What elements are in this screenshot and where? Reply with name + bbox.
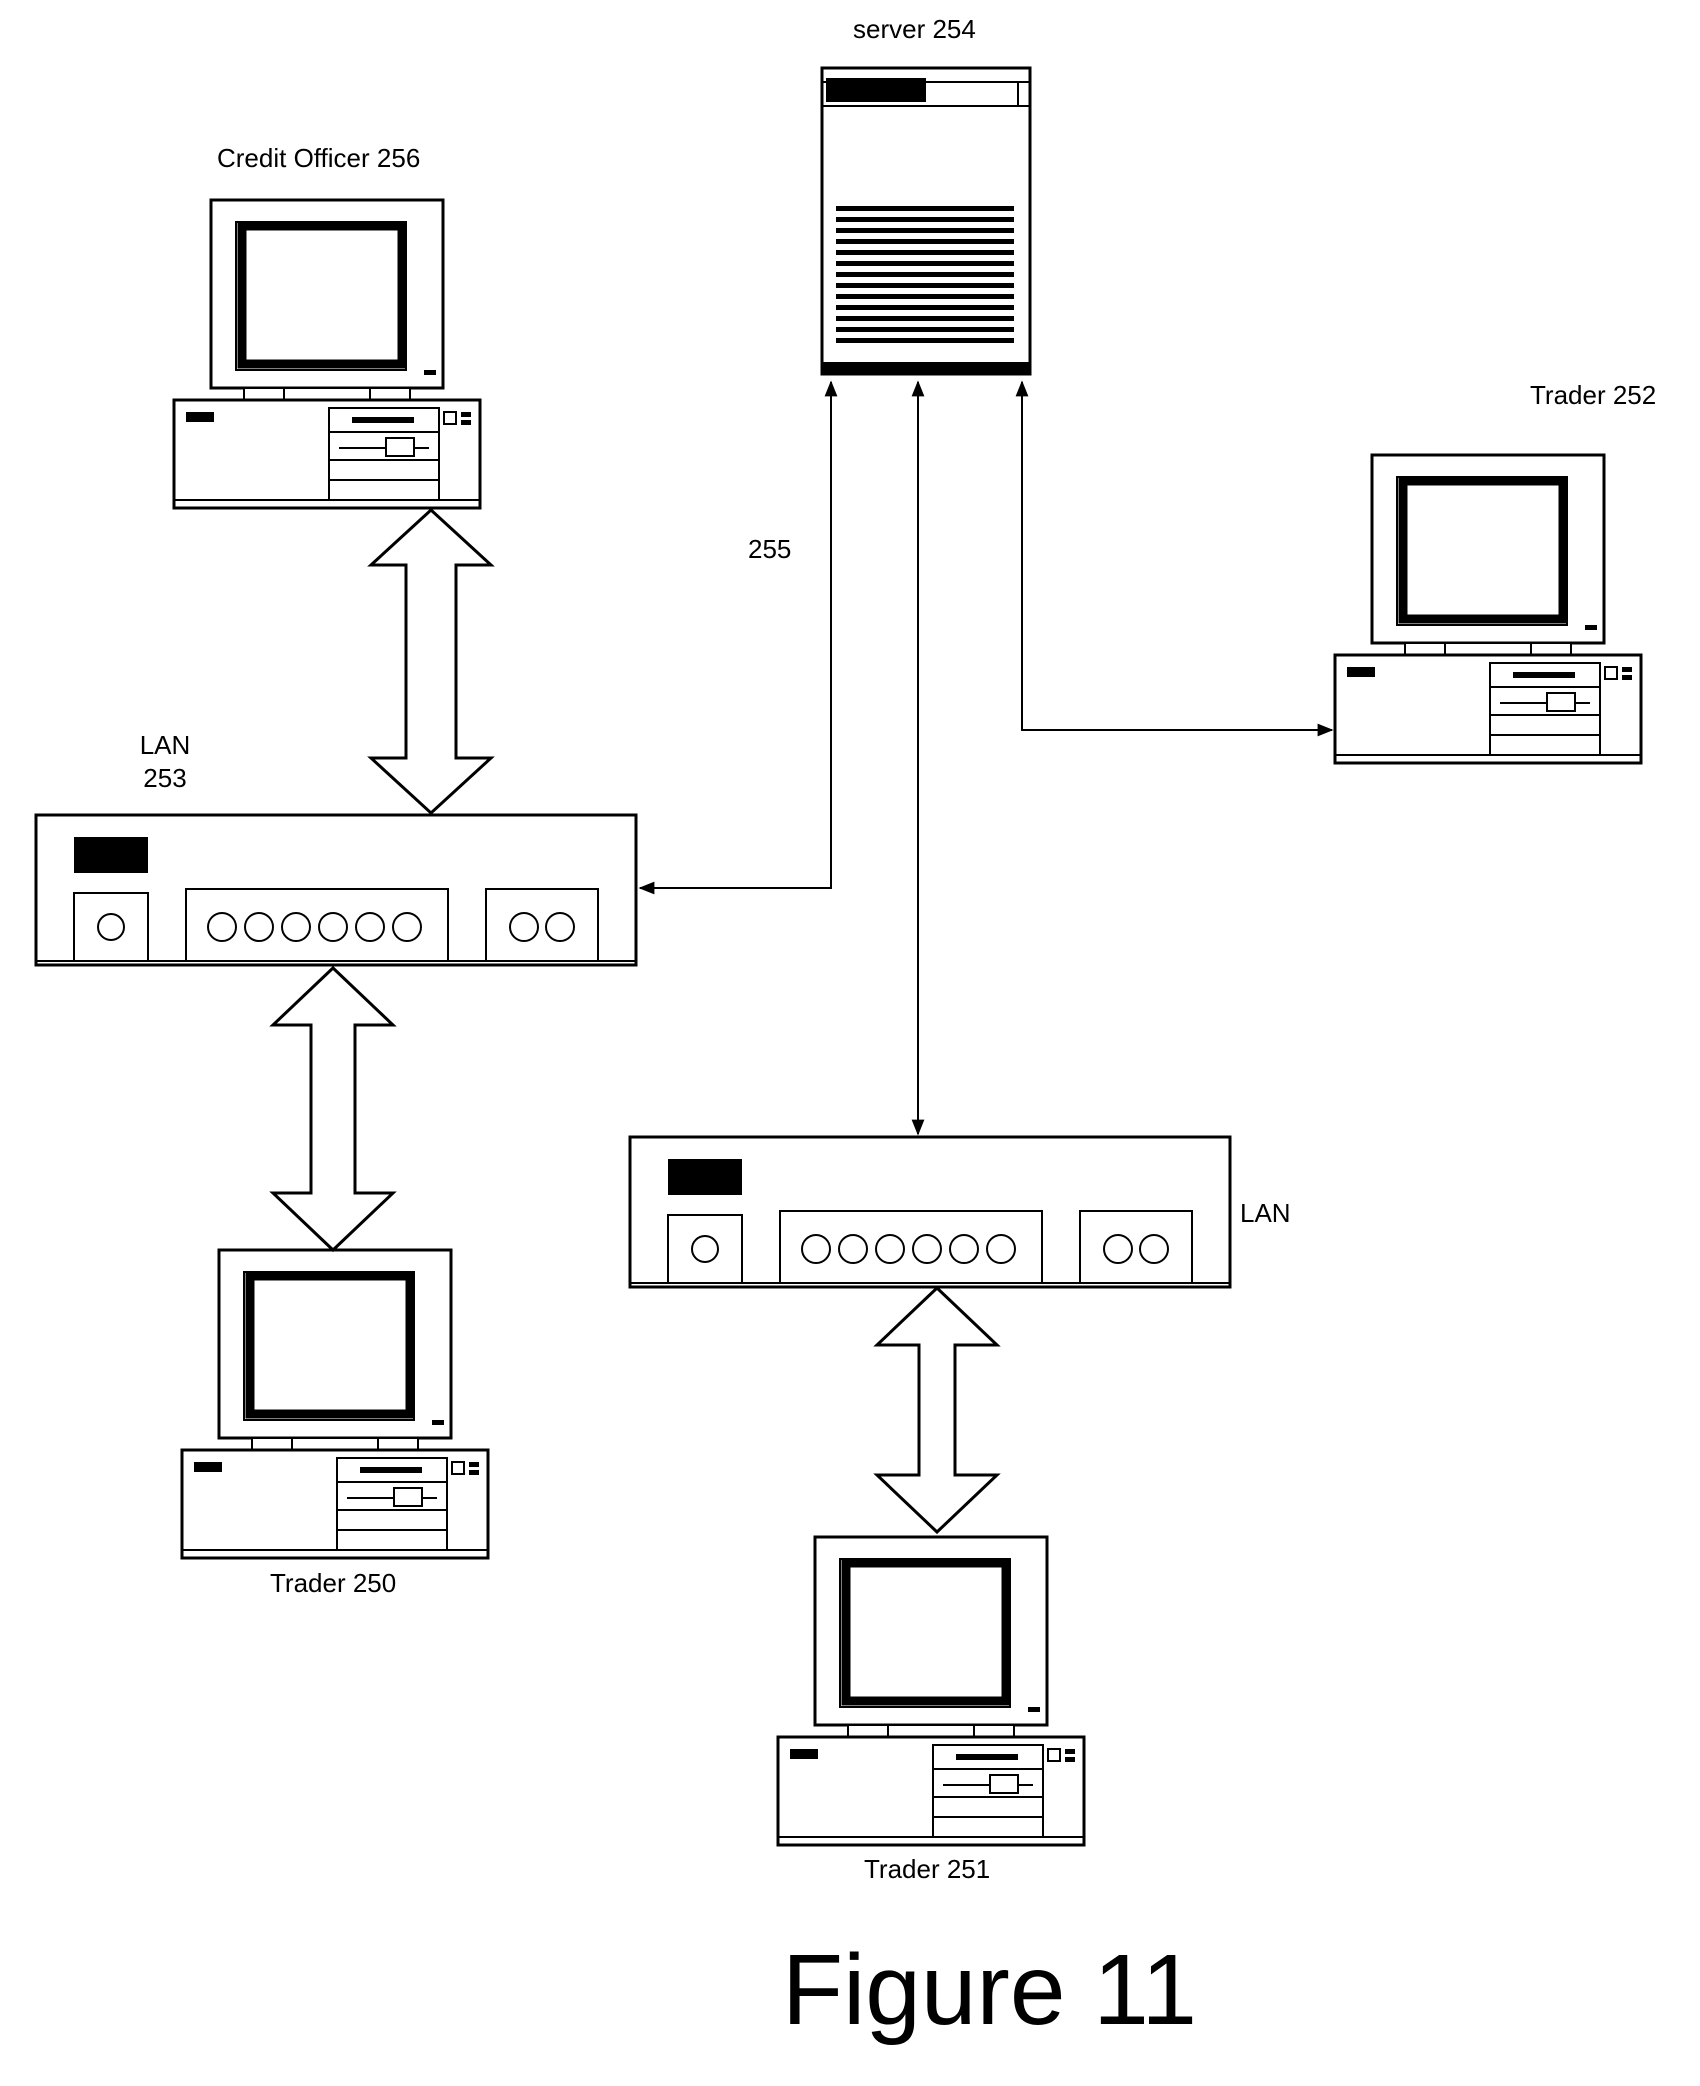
link-lines (640, 382, 1332, 1134)
lan-253-hub (36, 815, 636, 965)
double-arrow-lan-trader-251 (877, 1288, 997, 1532)
computer-trader-251 (778, 1537, 1084, 1845)
computer-trader-250 (182, 1250, 488, 1558)
double-arrow-lan-trader-250 (273, 968, 393, 1250)
trader-252-label: Trader 252 (1530, 382, 1656, 408)
credit-officer-256-label: Credit Officer 256 (217, 145, 420, 171)
computer-trader-252 (1335, 455, 1641, 763)
lan-hub-right (630, 1137, 1230, 1287)
lan-253-label-line2: 253 (130, 765, 200, 791)
figure-caption: Figure 11 (782, 1940, 1197, 2040)
lan-253-label-line1: LAN (130, 732, 200, 758)
trader-250-label: Trader 250 (270, 1570, 396, 1596)
link-255-line (640, 382, 831, 888)
lan-right-label: LAN (1240, 1200, 1291, 1226)
server-254 (822, 68, 1030, 374)
computer-credit-officer-256 (174, 200, 480, 508)
double-arrow-credit-lan (371, 510, 491, 813)
link-255-label: 255 (748, 536, 791, 562)
server-254-label: server 254 (853, 16, 976, 42)
trader-251-label: Trader 251 (864, 1856, 990, 1882)
server-trader-252-line (1022, 382, 1332, 730)
